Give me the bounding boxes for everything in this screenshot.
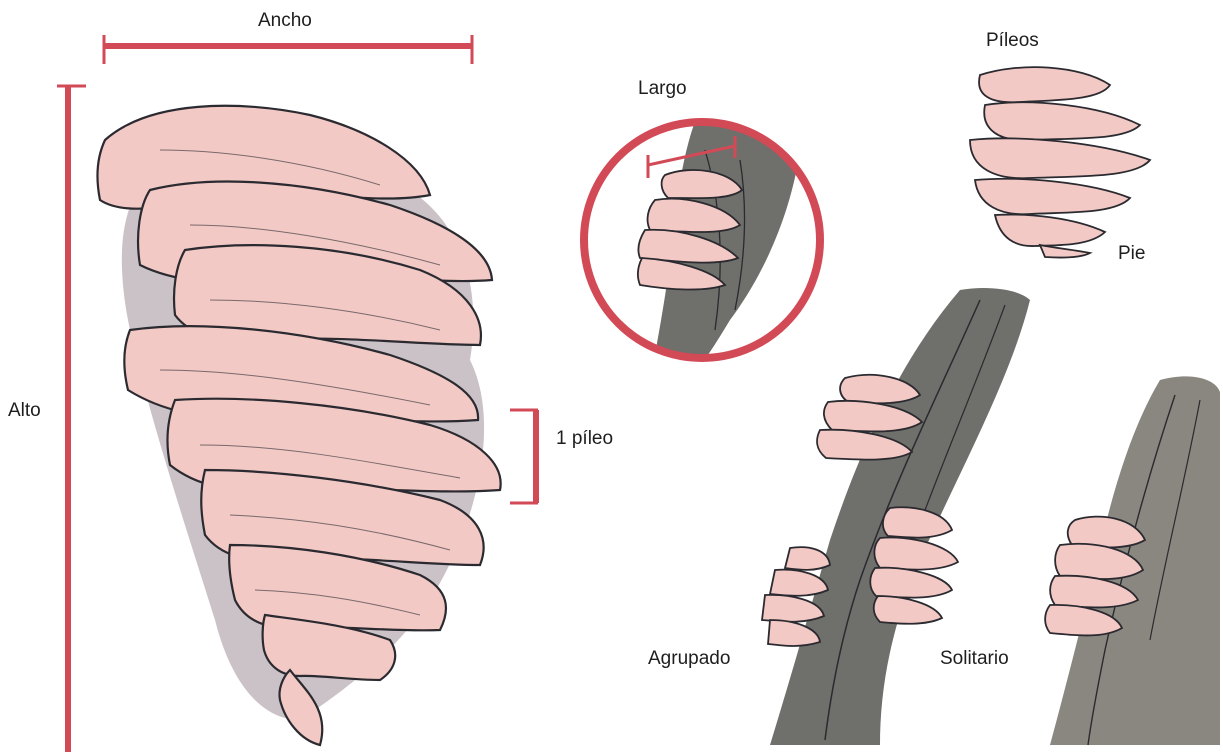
length-label: Largo bbox=[638, 78, 687, 100]
caps-stem-cluster-illustration bbox=[970, 67, 1150, 257]
width-dimension-line bbox=[104, 35, 472, 64]
length-zoom-circle bbox=[584, 110, 820, 380]
cap-dimension-bracket bbox=[510, 410, 538, 503]
stem-label: Pie bbox=[1118, 243, 1145, 265]
width-label: Ancho bbox=[258, 10, 312, 32]
solitary-trunk-illustration bbox=[1045, 376, 1220, 745]
height-label: Alto bbox=[8, 400, 41, 422]
cap-size-label: 1 píleo bbox=[556, 428, 613, 450]
height-dimension-line bbox=[57, 86, 86, 752]
main-mushroom-cluster-illustration bbox=[98, 106, 501, 745]
grouped-trunk-illustration bbox=[762, 288, 1030, 745]
solitary-label: Solitario bbox=[940, 648, 1009, 670]
caps-label: Píleos bbox=[986, 30, 1039, 52]
grouped-label: Agrupado bbox=[648, 648, 730, 670]
